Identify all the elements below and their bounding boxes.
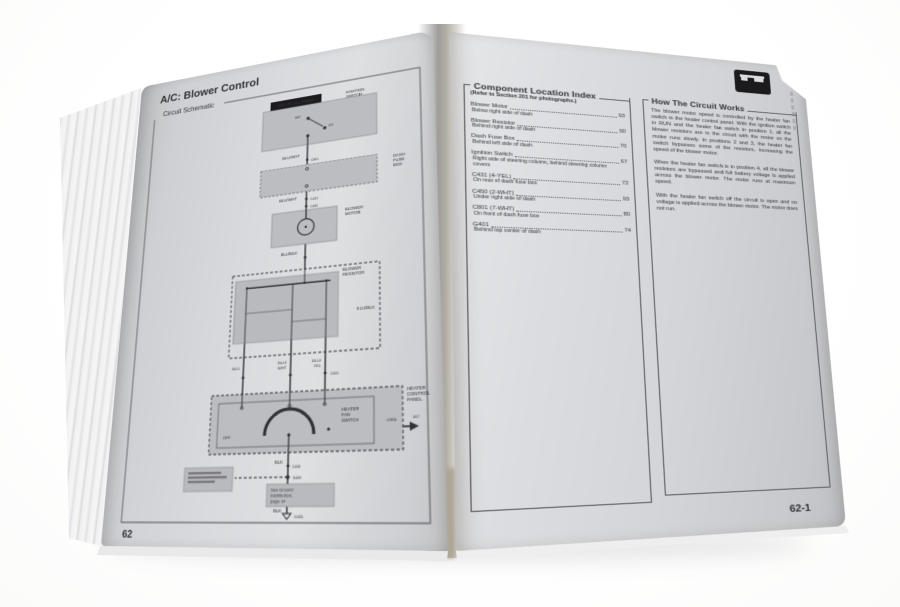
terminal-bat: BAT [295,114,301,120]
wire-label: YEL [313,363,321,369]
entry-page: 70 [619,143,627,150]
entry-page: 74 [624,227,632,234]
connector-label: C431 [330,370,339,376]
entry-page: 67 [620,159,628,166]
heater-control-panel-label: HEATER [407,385,427,392]
works-paragraph: The blower motor speed is controlled by … [650,107,793,157]
circuit-schematic: A/C: Blower Control Circuit Schematic HO… [101,30,448,541]
wire-label: BLU/ [312,357,321,363]
wire-label: BLU/BLK [357,304,376,311]
power-source-label: HOT AT ALL TIMES [278,98,315,109]
ground-symbol [282,514,291,520]
wire-label: GRN [387,416,397,422]
blower-motor-box [271,206,337,248]
dash-fuse-box-label: DASH [393,151,406,158]
wire-label: BLU/BLK [281,250,299,257]
right-page: Component Location Index (Refer to Secti… [449,32,846,551]
heater-fan-switch-label2: FAN [341,412,351,418]
entry-page: 72 [621,180,629,187]
works-paragraph: With the heater fan switch off the circu… [655,192,799,213]
wire-label: BLK [275,459,285,465]
left-page-number: 62 [122,527,133,540]
entry-page: 93 [618,113,626,120]
right-page-number: 62-1 [789,501,812,516]
arrow [409,421,420,431]
ground-note3: page 14 [270,498,286,504]
blower-resistor-label2: RESISTOR [343,270,366,278]
wire-label: BLU/WHT [279,196,297,203]
connector-label: C450 [310,203,319,209]
wire-label: BLU/ [278,360,287,366]
connector-label: C408 [292,465,301,470]
entry-page: 93 [622,196,630,203]
heater-fan-switch-label: HEATER [342,406,361,413]
output-label: A/C [413,413,420,419]
heater-control-panel-label2: CONTROL [407,390,431,397]
schematic-body: HOT AT ALL TIMES IGNITION SWITCH BAT IG1… [182,87,431,520]
ignition-switch-label: IGNITION [346,87,365,95]
heater-control-panel-label3: PANEL [407,396,423,403]
dash-fuse-box-label3: BOX [393,161,403,167]
ground-label: G401 [294,514,304,520]
connector-label: C801 [311,156,319,162]
off-label: OFF [223,435,231,441]
wire-label: BLU [232,366,240,372]
component-location-index: Component Location Index (Refer to Secti… [463,84,652,512]
section-label: Circuit Schematic [163,103,215,119]
wire-label: BLK [273,508,283,514]
blower-motor-label2: MOTOR [345,209,362,216]
entry-page: 80 [623,211,631,218]
wire-label: BLU/WHT [282,154,300,161]
terminal-ig1: IG1 [329,122,335,128]
connector-label: C431 [310,195,319,201]
side-note-box [183,467,233,492]
entry-page: 90 [619,128,626,135]
junction-label: S409 [293,475,302,481]
blower-resistor-label: BLOWER [343,265,363,272]
left-page: A/C: Blower Control Circuit Schematic HO… [100,29,448,551]
ignition-switch-label2: SWITCH [346,92,363,100]
how-the-circuit-works: How The Circuit Works The blower motor s… [642,99,830,496]
dash-fuse-box-label2: FUSE [393,156,404,163]
blower-resistor-box [233,271,338,344]
blower-motor-label: BLOWER [345,204,364,211]
wire-label: WHT [277,365,286,371]
heater-fan-switch-label3: SWITCH [341,417,360,424]
connector-icon [734,69,771,95]
page-title: A/C: Blower Control [160,75,260,105]
ground-note2: Distribution, [270,492,292,498]
works-paragraph: When the heater fan switch is in positio… [653,159,796,187]
ground-note: See Ground [271,487,294,493]
